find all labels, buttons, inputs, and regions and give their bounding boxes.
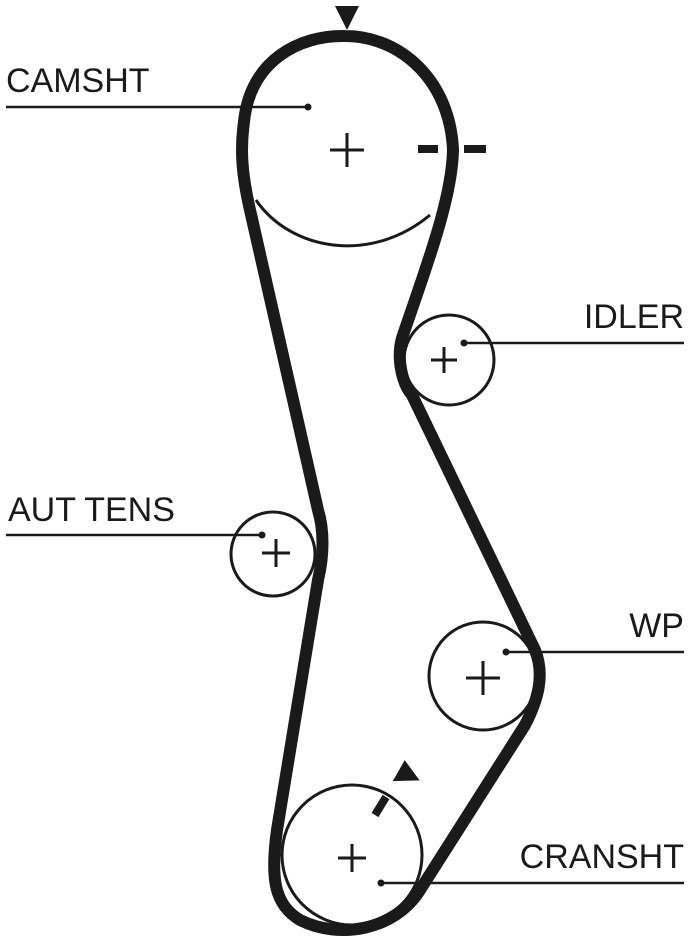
crankshaft-label: CRANSHT [520, 838, 684, 876]
crankshaft-dash-mark [371, 794, 390, 818]
crankshaft-timing-mark-triangle-down-icon [392, 760, 420, 782]
idler-label: IDLER [584, 298, 684, 336]
auto-tensioner-center-plus-icon [262, 539, 290, 567]
auto-tensioner-pulley [229, 510, 317, 598]
idler-leader-line [460, 339, 684, 347]
auto-tensioner-leader-line [6, 531, 266, 539]
timing-belt [236, 29, 546, 936]
crankshaft-leader-line [377, 879, 684, 887]
water-pump-pulley [427, 620, 539, 732]
auto-tensioner-label: AUT TENS [8, 491, 175, 529]
camshaft-pulley-rim [254, 199, 431, 248]
crankshaft-pulley-rim [280, 783, 424, 927]
idler-pulley [402, 313, 496, 407]
camshaft-timing-mark-triangle-down-icon [335, 6, 359, 30]
water-pump-label: WP [629, 607, 684, 645]
camshaft-label: CAMSHT [6, 62, 150, 100]
idler-center-plus-icon [431, 347, 457, 373]
crankshaft-center-plus-icon [338, 844, 366, 872]
water-pump-leader-line [502, 648, 684, 656]
camshaft-leader-line [6, 103, 312, 111]
water-pump-center-plus-icon [466, 661, 500, 695]
camshaft-center-plus-icon [330, 133, 364, 167]
